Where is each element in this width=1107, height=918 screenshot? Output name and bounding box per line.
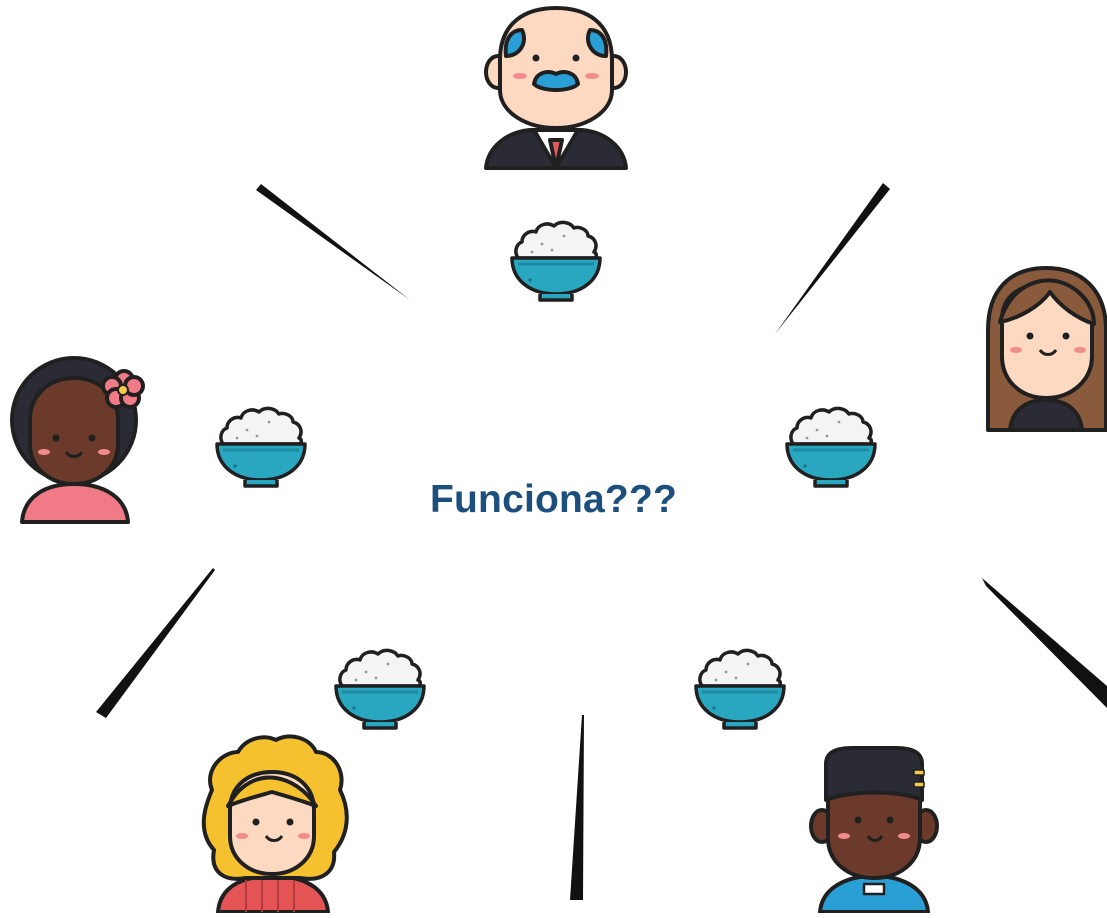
rice-bowl-icon: [785, 406, 877, 488]
divider-top-right: [775, 183, 890, 334]
girl-with-curly-yellow-hair-avatar: [201, 734, 349, 914]
woman-with-flower-avatar: [10, 356, 145, 524]
rice-bowls: [215, 220, 877, 730]
woman-with-long-brown-hair-avatar: [986, 266, 1107, 432]
rice-bowl-icon: [694, 648, 786, 730]
rice-bowl-icon: [334, 648, 426, 730]
rice-bowl-icon: [510, 220, 602, 302]
divider-lines: [96, 183, 1107, 900]
divider-right: [982, 578, 1107, 708]
bald-man-with-mustache-avatar: [484, 6, 628, 170]
center-question-label: Funciona???: [430, 478, 677, 521]
divider-bottom: [570, 715, 584, 900]
divider-left: [96, 568, 215, 718]
divider-top-left: [256, 184, 410, 300]
rice-bowl-icon: [215, 406, 307, 488]
boy-with-headphones-avatar: [809, 746, 939, 914]
flower-icon: [101, 369, 145, 409]
